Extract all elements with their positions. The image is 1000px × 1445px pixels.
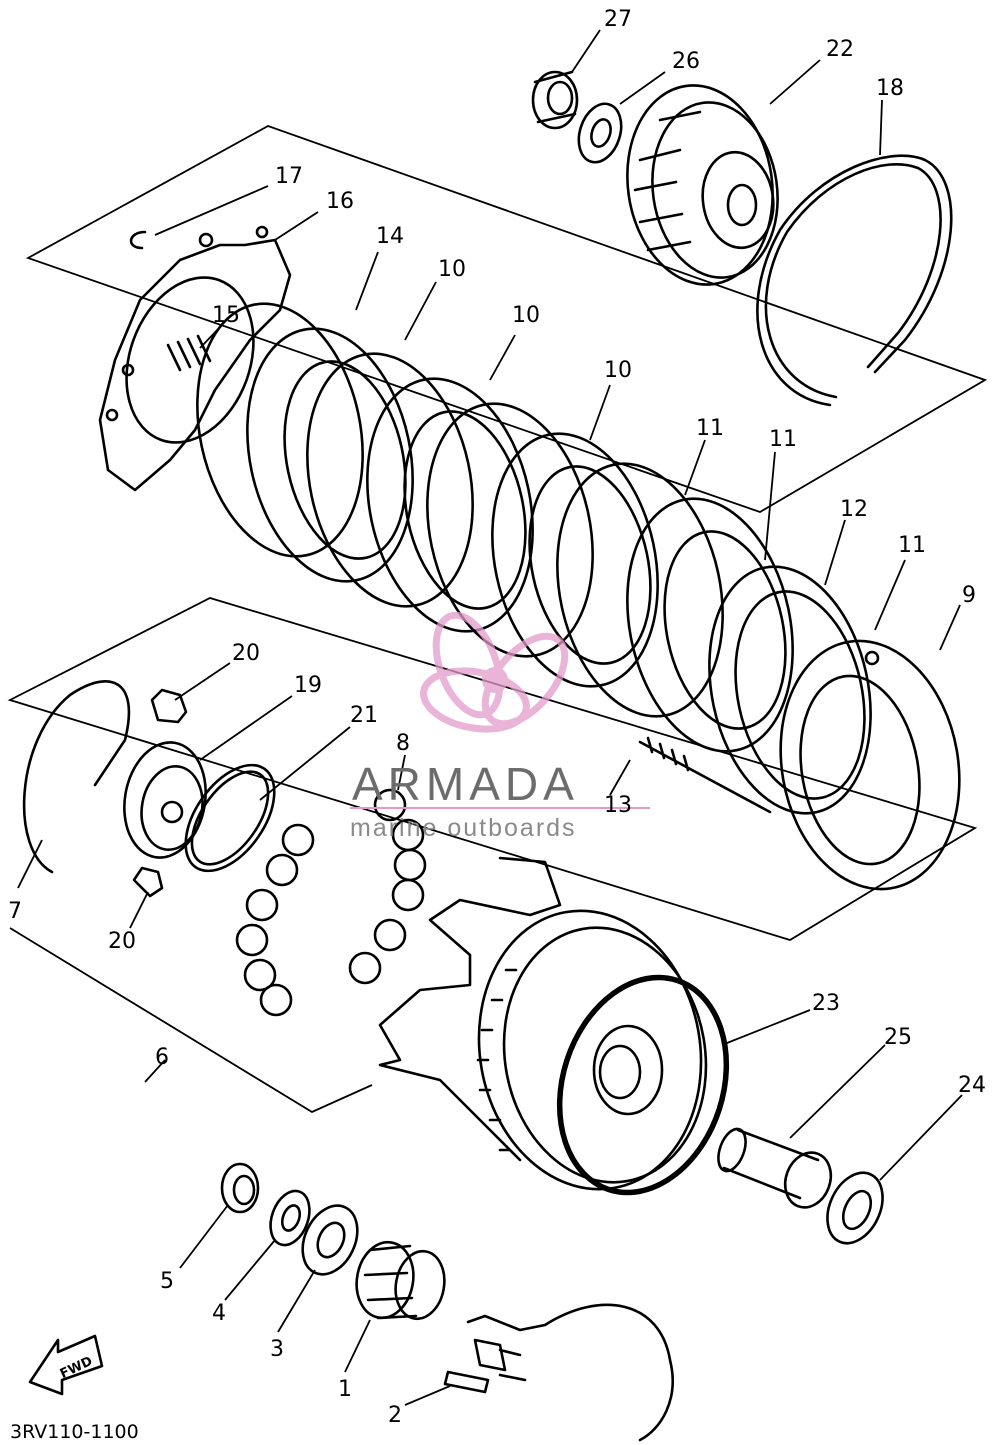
part-label-11-a: 11: [696, 416, 724, 441]
part-9-plate: [779, 639, 961, 891]
part-16-pressure-plate: [98, 225, 292, 492]
part-label-8: 8: [396, 731, 410, 756]
crankshaft: [466, 1303, 674, 1442]
part-15-spring: [166, 334, 212, 372]
part-1-drive-gear: [355, 1240, 446, 1321]
part-label-19: 19: [294, 673, 322, 698]
part-4-lock-washer: [269, 1189, 311, 1247]
leader-lines: [17, 29, 963, 1406]
watermark-tagline: marine outboards: [350, 814, 577, 842]
part-7-circlip: [22, 680, 131, 874]
part-13-push-rod: [638, 736, 772, 814]
part-23-o-ring: [556, 974, 730, 1196]
part-3-washer: [301, 1204, 359, 1276]
part-label-15: 15: [212, 303, 240, 328]
part-label-10-b: 10: [512, 303, 540, 328]
part-label-5: 5: [160, 1269, 174, 1294]
part-18-wire-circlip: [756, 154, 953, 407]
part-label-2: 2: [388, 1403, 402, 1428]
fwd-badge-text: FWD: [58, 1354, 95, 1382]
lower-group-outline: [9, 927, 373, 1114]
part-label-3: 3: [270, 1337, 284, 1362]
part-17-clip: [129, 230, 147, 250]
part-20-top: [150, 688, 188, 724]
part-label-10-a: 10: [438, 257, 466, 282]
part-label-10-c: 10: [604, 358, 632, 383]
part-label-7: 7: [8, 899, 22, 924]
clutch-plate-stack: [196, 302, 872, 815]
part-label-18: 18: [876, 76, 904, 101]
watermark-brand: ARMADA: [352, 758, 579, 810]
part-label-20-bottom: 20: [108, 929, 136, 954]
part-label-1: 1: [338, 1377, 352, 1402]
part-label-12: 12: [840, 497, 868, 522]
part-27-nut: [531, 70, 579, 130]
part-label-11-b: 11: [769, 427, 797, 452]
part-label-20-top: 20: [232, 641, 260, 666]
part-label-21: 21: [350, 703, 378, 728]
part-22-clutch-boss: [626, 84, 779, 286]
part-label-22: 22: [826, 37, 854, 62]
part-labels: 27 26 22 18 17 16 14 15 10 10 10 11 11 1…: [8, 7, 986, 1428]
part-label-11-c: 11: [898, 533, 926, 558]
part-5-nut: [220, 1162, 260, 1214]
part-label-9: 9: [962, 583, 976, 608]
part-2-key: [443, 1370, 490, 1394]
upper-group-outline: [25, 125, 988, 513]
part-26-washer: [577, 102, 623, 164]
part-label-24: 24: [958, 1073, 986, 1098]
part-label-23: 23: [812, 991, 840, 1016]
part-6-clutch-housing: [378, 856, 708, 1191]
part-25-spacer: [717, 1127, 833, 1209]
diagram-code: 3RV110-1100: [10, 1421, 139, 1443]
part-24-washer: [826, 1171, 884, 1245]
part-label-27: 27: [604, 7, 632, 32]
part-label-16: 16: [326, 189, 354, 214]
part-label-13: 13: [604, 793, 632, 818]
part-label-14: 14: [376, 224, 404, 249]
armada-logo-icon: [420, 611, 569, 733]
part-label-17: 17: [275, 164, 303, 189]
part-20-bottom: [132, 866, 164, 898]
part-21-ring: [184, 763, 276, 873]
part-8-balls: [235, 788, 427, 1017]
part-label-25: 25: [884, 1025, 912, 1050]
part-label-6: 6: [155, 1045, 169, 1070]
part-label-26: 26: [672, 49, 700, 74]
fwd-arrow-icon: FWD: [28, 1334, 104, 1396]
part-label-4: 4: [212, 1301, 226, 1326]
